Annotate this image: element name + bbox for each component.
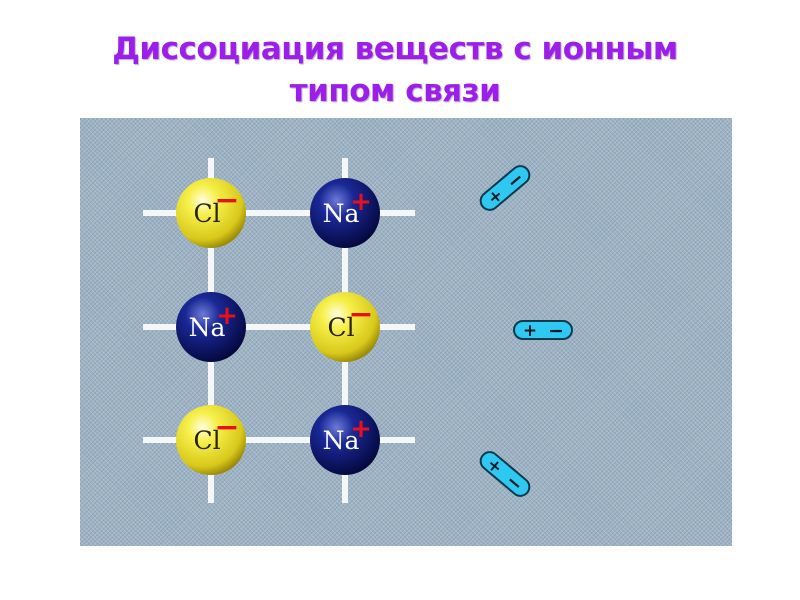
lattice-ions: Cl−Na+Na+Cl−Cl−Na+ — [176, 178, 380, 475]
water-dipole: +− — [479, 165, 531, 211]
cation-ion: Na+ — [310, 405, 380, 475]
dipole-body — [479, 165, 531, 211]
ion-charge: − — [214, 183, 239, 218]
ion-symbol: Na — [189, 313, 226, 342]
title-line-1: Диссоциация веществ с ионным — [112, 31, 678, 67]
page-title: Диссоциация веществ с ионным типом связи — [0, 28, 790, 112]
dipole-minus: − — [548, 320, 564, 342]
ion-charge: + — [216, 301, 238, 331]
dipole-body — [479, 451, 531, 497]
ion-symbol: Na — [323, 426, 360, 455]
ion-charge: + — [350, 187, 372, 217]
ion-symbol: Na — [323, 199, 360, 228]
cation-ion: Na+ — [310, 178, 380, 248]
dissociation-diagram: Cl−Na+Na+Cl−Cl−Na+ +−+−+− — [80, 118, 732, 546]
ion-charge: − — [348, 297, 373, 332]
cation-ion: Na+ — [176, 292, 246, 362]
ion-charge: − — [214, 410, 239, 445]
dipole-body — [513, 320, 573, 340]
title-line-2: типом связи — [289, 73, 501, 109]
dipole-plus: + — [523, 321, 537, 341]
anion-sphere — [176, 178, 246, 248]
diagram-canvas: Cl−Na+Na+Cl−Cl−Na+ +−+−+− — [143, 158, 573, 503]
anion-ion: Cl− — [176, 405, 246, 475]
cation-sphere — [310, 405, 380, 475]
anion-ion: Cl− — [176, 178, 246, 248]
cation-sphere — [176, 292, 246, 362]
anion-ion: Cl− — [310, 292, 380, 362]
ion-symbol: Cl — [193, 426, 220, 455]
ion-charge: + — [350, 414, 372, 444]
water-dipole: +− — [479, 451, 531, 497]
water-dipoles: +−+−+− — [479, 165, 573, 497]
cation-sphere — [310, 178, 380, 248]
anion-sphere — [176, 405, 246, 475]
anion-sphere — [310, 292, 380, 362]
ion-symbol: Cl — [327, 313, 354, 342]
water-dipole: +− — [513, 320, 573, 342]
ion-symbol: Cl — [193, 199, 220, 228]
